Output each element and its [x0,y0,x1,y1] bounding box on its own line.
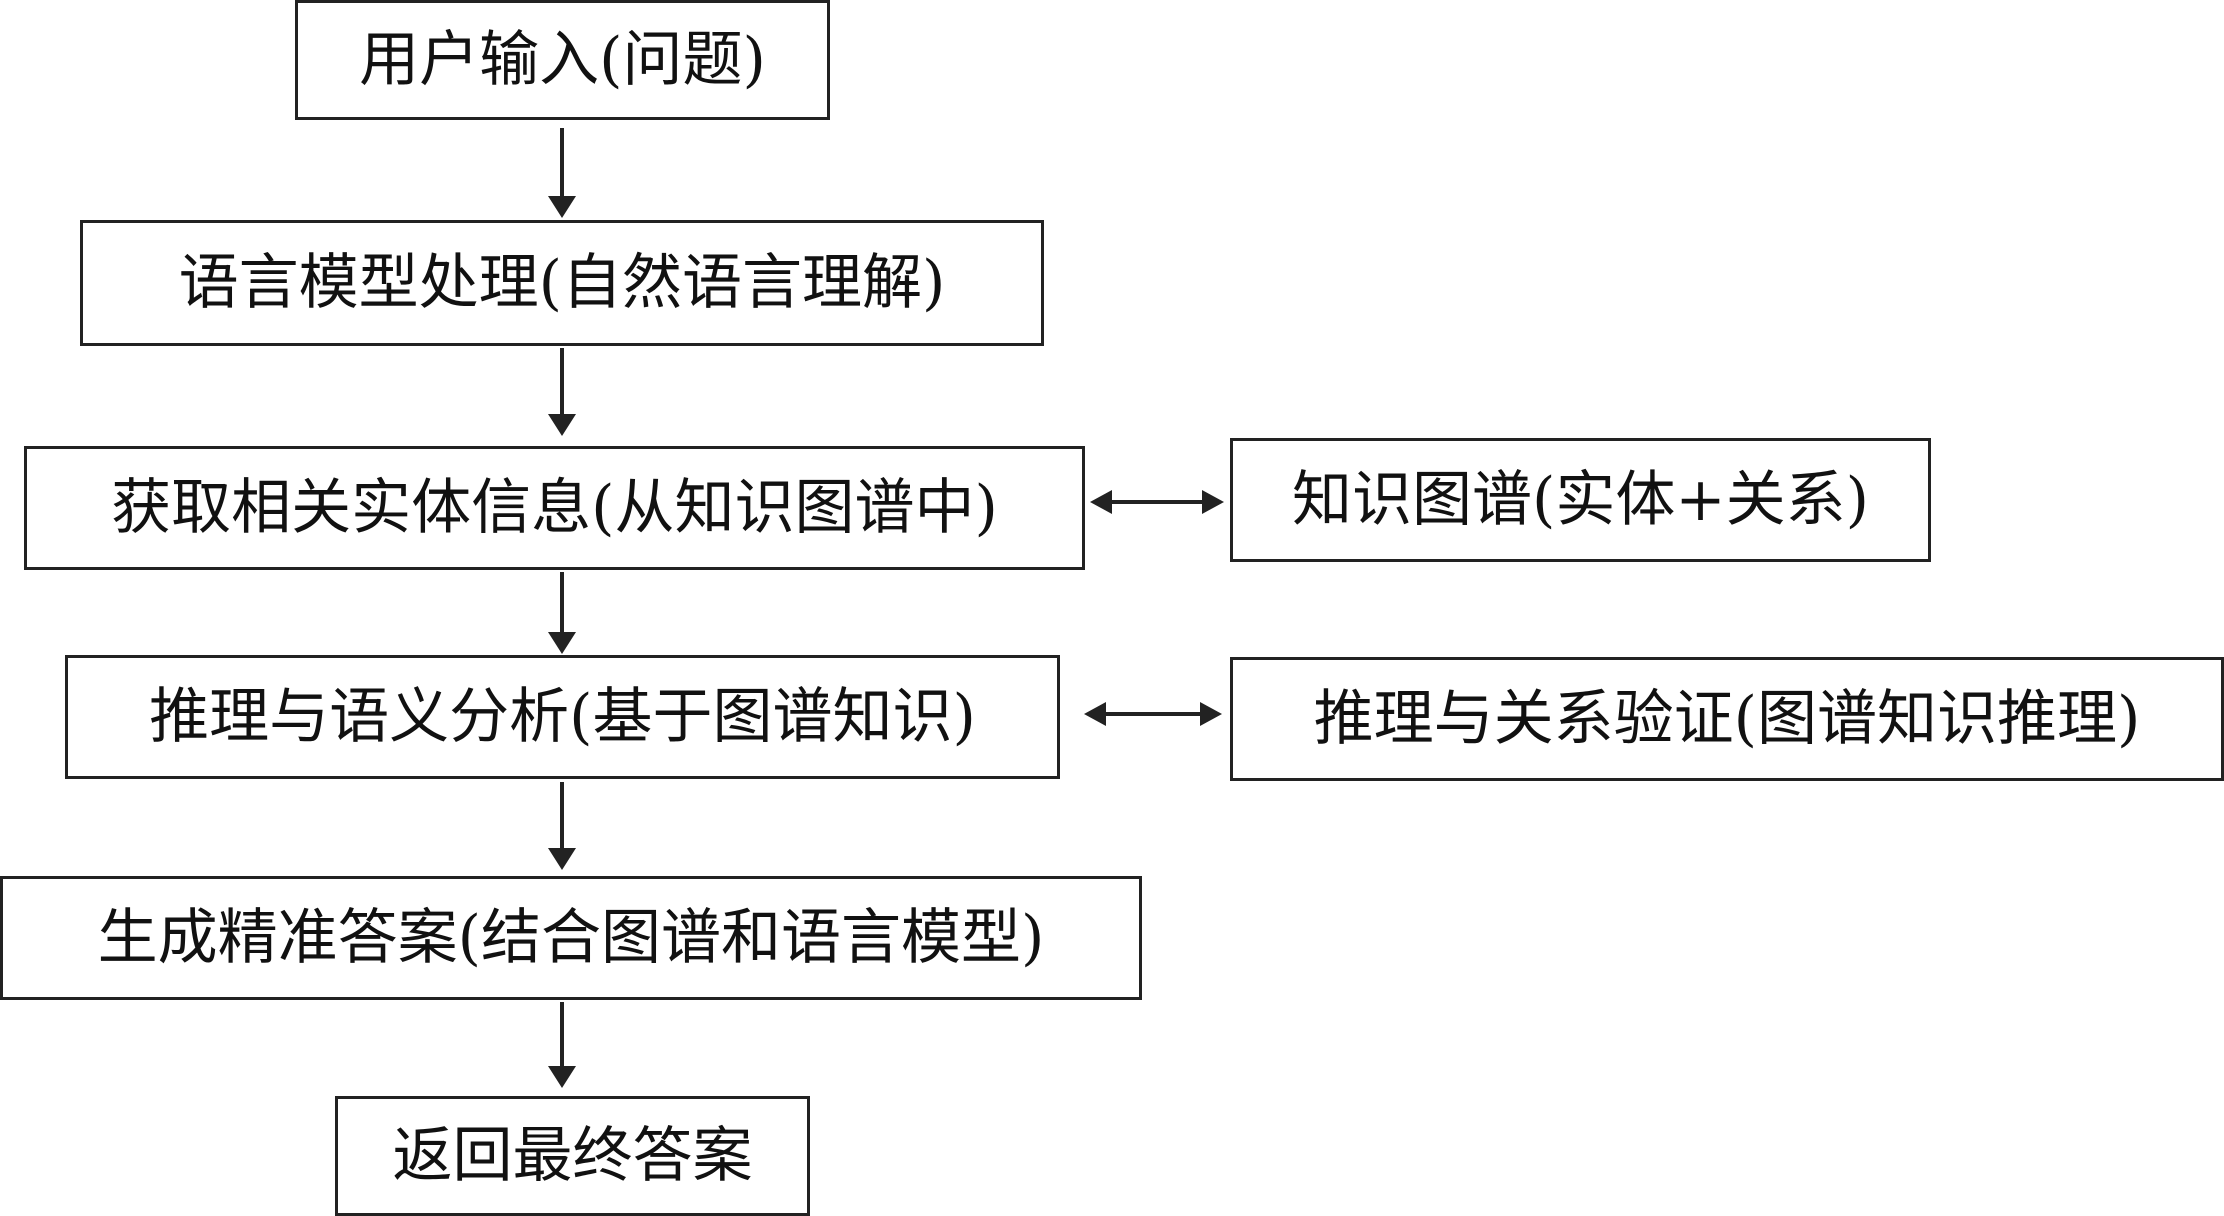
node-language-model: 语言模型处理(自然语言理解) [80,220,1044,346]
node-relation-verification-label: 推理与关系验证(图谱知识推理) [1313,684,2141,754]
node-language-model-label: 语言模型处理(自然语言理解) [178,248,946,318]
node-return-answer: 返回最终答案 [335,1096,810,1216]
node-relation-verification: 推理与关系验证(图谱知识推理) [1230,657,2224,781]
node-knowledge-graph-label: 知识图谱(实体+关系) [1291,465,1870,535]
node-entity-retrieval-label: 获取相关实体信息(从知识图谱中) [111,473,998,543]
node-knowledge-graph: 知识图谱(实体+关系) [1230,438,1931,562]
node-user-input-label: 用户输入(问题) [359,25,766,95]
node-reasoning: 推理与语义分析(基于图谱知识) [65,655,1060,779]
bidirectional-arrow-knowledge-graph [1090,490,1224,514]
bidirectional-arrow-relation-verification [1084,702,1222,726]
node-return-answer-label: 返回最终答案 [392,1121,753,1191]
node-generate-answer-label: 生成精准答案(结合图谱和语言模型) [97,903,1045,973]
node-generate-answer: 生成精准答案(结合图谱和语言模型) [0,876,1142,1000]
node-reasoning-label: 推理与语义分析(基于图谱知识) [149,682,976,752]
node-user-input: 用户输入(问题) [295,0,830,120]
node-entity-retrieval: 获取相关实体信息(从知识图谱中) [24,446,1085,570]
